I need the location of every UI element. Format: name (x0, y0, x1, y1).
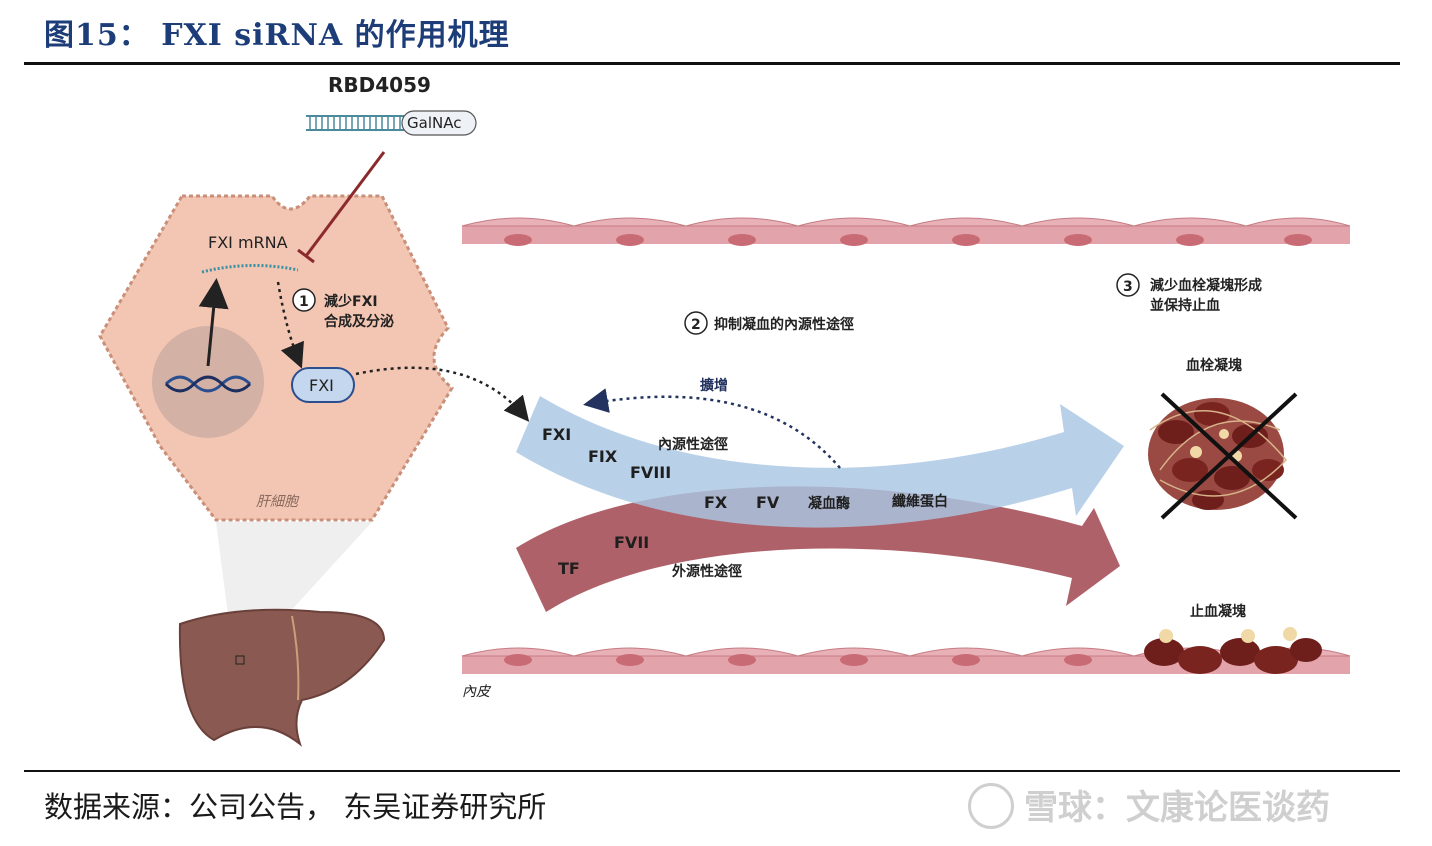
step3-line2: 並保持止血 (1150, 297, 1220, 314)
liver-ligament (291, 615, 300, 701)
drug-name: RBD4059 (328, 73, 431, 97)
watermark-text: 雪球：文康论医谈药 (1024, 788, 1330, 828)
extrinsic-pathway-arrow (516, 486, 1120, 612)
inhibition-bar (297, 248, 315, 264)
transcription-arrow (198, 278, 229, 367)
intrinsic-pathway-arrow (516, 396, 1124, 528)
step1-line1: 減少FXI (324, 293, 378, 310)
step3-badge: 3 (1116, 273, 1140, 297)
endothelium-label: 內皮 (462, 684, 492, 700)
fxi-protein (291, 367, 355, 403)
svg-text:2: 2 (691, 317, 701, 333)
hepatocyte-cell (98, 194, 454, 522)
blocked-cross-icon (1160, 392, 1298, 520)
mrna-label: FXI mRNA (208, 233, 288, 252)
source-note: 数据来源：公司公告， 东吴证券研究所 (44, 790, 547, 824)
step2-label: 抑制凝血的內源性途徑 (714, 316, 854, 333)
thrombus-label: 血栓凝塊 (1186, 357, 1242, 374)
fxi-protein-label: FXI (309, 376, 334, 395)
top-rule (24, 62, 1400, 65)
svg-text:1: 1 (299, 294, 309, 310)
liver-zoom-point (235, 655, 245, 665)
factor-fix: FIX (588, 447, 618, 466)
hemostatic-clot-icon (1144, 627, 1322, 674)
factor-fxi: FXI (542, 425, 571, 444)
bottom-rule (24, 770, 1400, 772)
extrinsic-label: 外源性途徑 (672, 563, 742, 580)
galnac-tag (401, 110, 477, 136)
factor-fibrin: 纖維蛋白 (892, 493, 948, 510)
step1-line2: 合成及分泌 (324, 313, 394, 330)
factor-fx: FX (704, 493, 728, 512)
factor-fvii: FVII (614, 533, 649, 552)
galnac-label: GalNAc (407, 114, 461, 132)
watermark-logo-icon (968, 782, 1014, 829)
page-title: 图15： FXI siRNA 的作用机理 (44, 18, 510, 53)
mrna-strand (201, 264, 299, 274)
watermark: 雪球：文康论医谈药 (968, 780, 1330, 833)
cell-label: 肝細胞 (256, 494, 300, 510)
factor-tf: TF (558, 559, 580, 578)
step1-badge: 1 (292, 288, 316, 312)
amplify-label: 擴增 (700, 377, 728, 394)
liver-icon (178, 608, 386, 747)
nucleus (152, 326, 264, 438)
secretion-arrow (355, 366, 530, 422)
dna-icon (164, 375, 252, 393)
vessel-wall-top (461, 217, 1351, 246)
factor-thrombin: 凝血酶 (808, 495, 850, 512)
factor-fviii: FVIII (630, 463, 671, 482)
step3-line1: 減少血栓凝塊形成 (1150, 277, 1262, 294)
thrombus-clot-icon (1148, 398, 1287, 510)
amplification-arrow (583, 388, 841, 469)
inhibition-line (304, 151, 386, 257)
svg-text:3: 3 (1123, 279, 1133, 295)
translation-arrow (276, 281, 304, 369)
step2-badge: 2 (684, 311, 708, 335)
sirna-molecule: GalNAc (306, 110, 477, 136)
factor-fv: FV (756, 493, 780, 512)
hemostasis-label: 止血凝塊 (1190, 603, 1246, 620)
intrinsic-label: 內源性途徑 (658, 436, 728, 453)
